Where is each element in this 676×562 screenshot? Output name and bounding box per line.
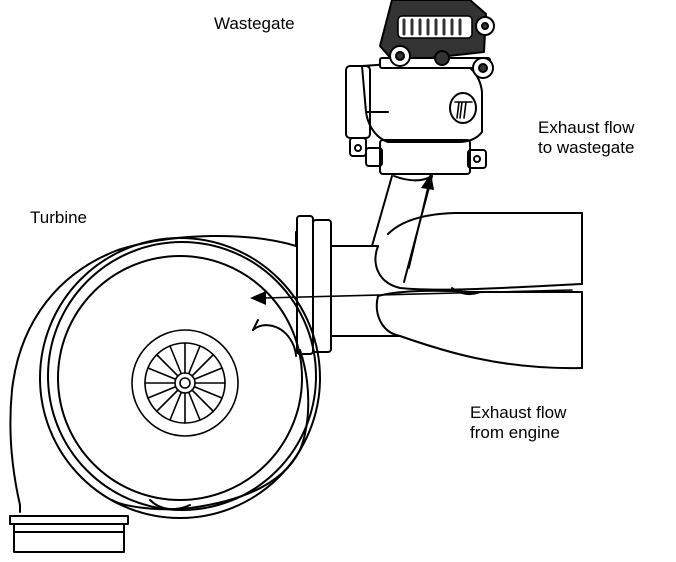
wastegate-actuator — [379, 0, 495, 79]
exhaust-to-wastegate-line-2: to wastegate — [538, 138, 635, 157]
turbine-label: Turbine — [30, 208, 88, 227]
flow-arrow-into-turbine — [250, 289, 573, 305]
inlet-flange — [296, 215, 401, 355]
flow-arrow-to-wastegate — [408, 173, 434, 269]
exhaust-to-wastegate-label: Exhaust flow to wastegate — [538, 118, 634, 158]
exhaust-to-wastegate-line-1: Exhaust flow — [538, 118, 635, 137]
exhaust-from-engine-label: Exhaust flow from engine — [470, 403, 566, 443]
exhaust-from-engine-line-2: from engine — [470, 423, 560, 442]
wastegate-label: Wastegate — [214, 14, 295, 33]
exhaust-from-engine-line-1: Exhaust flow — [470, 403, 567, 422]
turbine-wheel — [131, 329, 239, 437]
outlet-flange — [9, 515, 129, 553]
wastegate-clamp — [365, 139, 487, 175]
wastegate-runner — [371, 175, 433, 283]
wastegate-body — [345, 59, 483, 157]
